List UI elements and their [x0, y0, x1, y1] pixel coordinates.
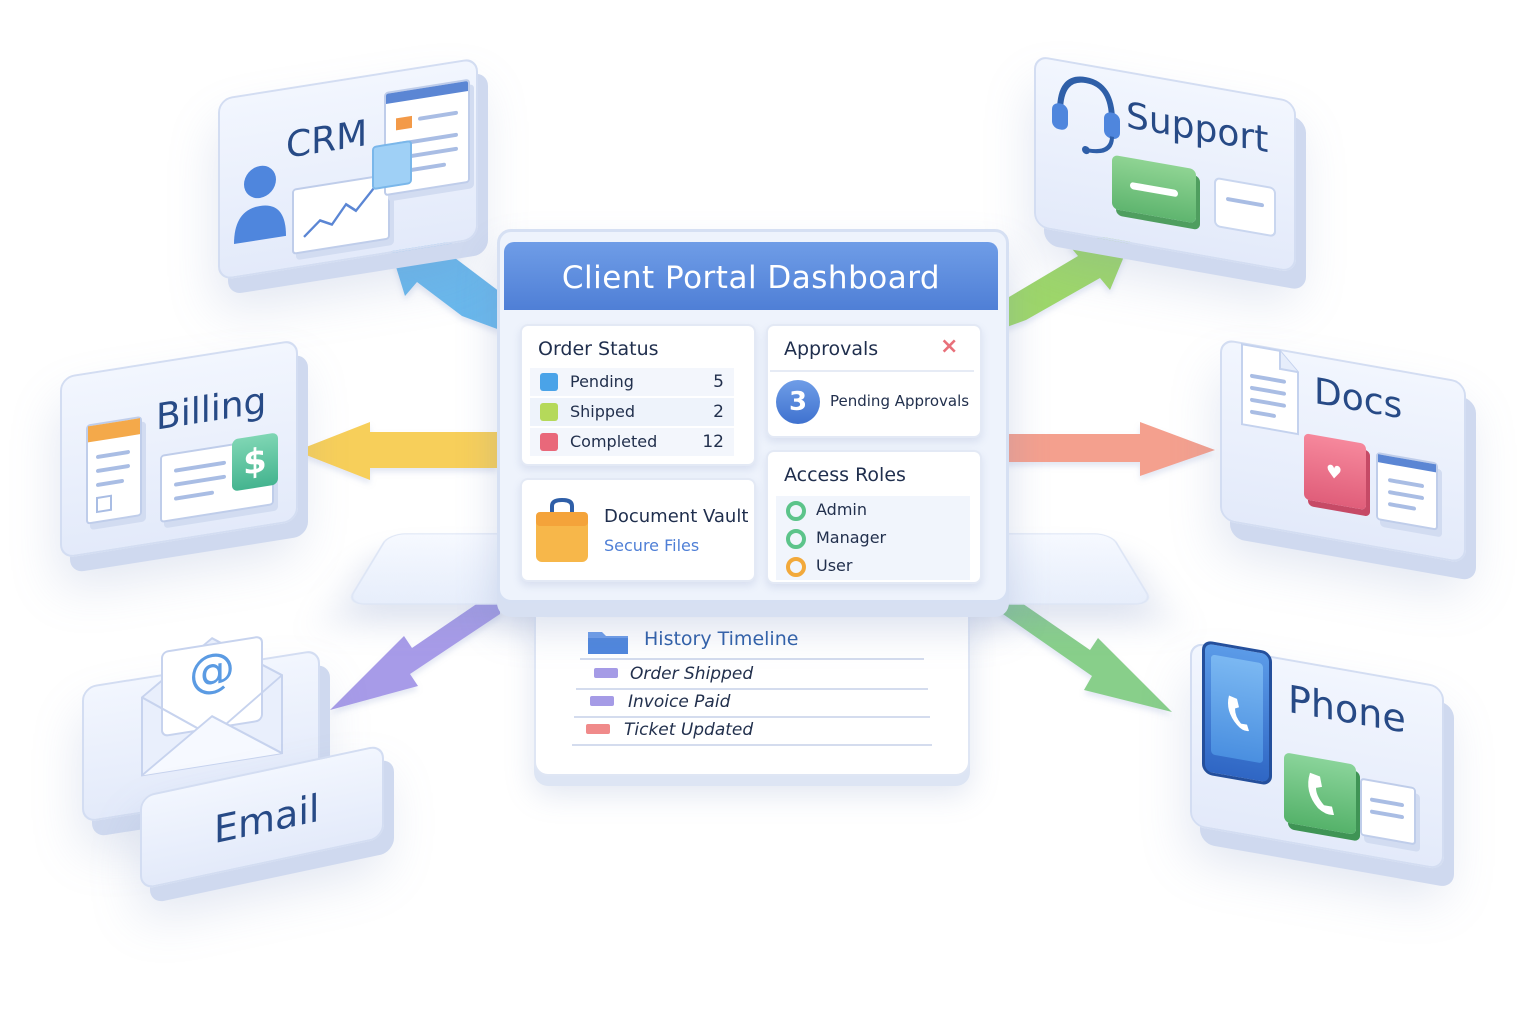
lock-bag-icon — [536, 498, 588, 562]
role-row-user[interactable]: User — [776, 552, 970, 580]
dashboard-header: Client Portal Dashboard — [504, 242, 998, 310]
pending-swatch — [540, 373, 558, 391]
timeline-item-2-marker — [586, 724, 610, 734]
dashboard-title: Client Portal Dashboard — [561, 260, 941, 296]
order-status-title: Order Status — [538, 338, 659, 360]
timeline-item-2[interactable]: Ticket Updated — [624, 720, 754, 740]
chart-window — [292, 173, 390, 255]
headset-icon — [1052, 76, 1120, 155]
role-row-admin[interactable]: Admin — [776, 496, 970, 524]
user-status-dot — [786, 557, 806, 577]
invoice-card: $ — [160, 432, 278, 524]
close-icon[interactable]: × — [940, 334, 959, 359]
role-label: User — [816, 556, 853, 575]
folder-heart-icon: ♥ — [1304, 433, 1366, 511]
vault-subtitle: Secure Files — [604, 536, 700, 555]
chat-bubble-white — [1214, 176, 1276, 238]
timeline-title: History Timeline — [644, 628, 799, 650]
arrow-support — [1004, 230, 1135, 328]
shipped-swatch — [540, 403, 558, 421]
phone-card[interactable]: Phone — [1190, 639, 1444, 871]
order-row-label: Completed — [570, 432, 658, 451]
approvals-panel: Approvals × 3 Pending Approvals — [766, 324, 982, 438]
support-label: Support — [1126, 95, 1269, 162]
timeline-item-0[interactable]: Order Shipped — [630, 664, 754, 684]
order-row-count: 12 — [702, 432, 724, 452]
order-status-panel: Order Status Pending 5 Shipped 2 Complet… — [520, 324, 756, 466]
arrow-billing — [296, 422, 497, 480]
order-row-count: 5 — [713, 372, 724, 392]
access-roles-title: Access Roles — [784, 464, 906, 486]
order-row-count: 2 — [713, 402, 724, 422]
order-row-pending[interactable]: Pending 5 — [530, 368, 734, 396]
arrow-email — [330, 588, 500, 710]
email-label: Email — [214, 785, 320, 853]
docs-card[interactable]: Docs ♥ — [1220, 338, 1466, 564]
phone-call-icon — [1284, 752, 1356, 835]
timeline-item-0-marker — [594, 668, 618, 678]
arrow-phone — [1000, 588, 1172, 712]
role-label: Manager — [816, 528, 887, 547]
arrow-crm — [384, 228, 500, 330]
dollar-icon: $ — [232, 432, 278, 492]
approvals-label: Pending Approvals — [830, 392, 970, 410]
client-portal-dashboard: Client Portal Dashboard Order Status Pen… — [497, 229, 1009, 603]
vault-title: Document Vault — [604, 506, 749, 527]
phone-note — [1360, 777, 1416, 846]
approvals-count-badge[interactable]: 3 — [776, 380, 820, 424]
invoice-sheet — [86, 415, 142, 525]
order-row-shipped[interactable]: Shipped 2 — [530, 398, 734, 426]
access-roles-panel: Access Roles Admin Manager User — [766, 450, 982, 584]
completed-swatch — [540, 433, 558, 451]
at-symbol-icon: @ — [189, 639, 235, 701]
order-row-label: Pending — [570, 372, 634, 391]
manager-status-dot — [786, 529, 806, 549]
email-card[interactable]: @ — [82, 636, 320, 823]
person-icon — [234, 165, 286, 245]
role-row-manager[interactable]: Manager — [776, 524, 970, 552]
history-timeline-panel: History Timeline Order Shipped Invoice P… — [534, 600, 970, 776]
timeline-item-1-marker — [590, 696, 614, 706]
support-card[interactable]: Support — [1034, 54, 1296, 274]
folder-icon — [588, 632, 628, 654]
note-square — [372, 139, 412, 191]
crm-card[interactable]: CRM — [218, 57, 478, 281]
doc-page — [1376, 451, 1438, 531]
timeline-item-1[interactable]: Invoice Paid — [628, 692, 731, 712]
phone-label: Phone — [1288, 676, 1406, 742]
billing-card[interactable]: Billing $ — [60, 339, 298, 559]
document-icon — [1241, 343, 1299, 436]
admin-status-dot — [786, 501, 806, 521]
chat-bubble-green — [1112, 154, 1196, 224]
order-row-completed[interactable]: Completed 12 — [530, 428, 734, 456]
docs-label: Docs — [1314, 370, 1403, 428]
document-vault-panel[interactable]: Document Vault Secure Files — [520, 478, 756, 582]
billing-label: Billing — [156, 380, 267, 439]
crm-label: CRM — [286, 112, 368, 167]
order-row-label: Shipped — [570, 402, 636, 421]
arrow-docs — [1004, 422, 1215, 476]
envelope-icon — [141, 636, 283, 777]
line-chart-icon — [303, 187, 375, 238]
smartphone-icon — [1202, 639, 1272, 787]
approvals-title: Approvals — [784, 338, 879, 360]
role-label: Admin — [816, 500, 867, 519]
